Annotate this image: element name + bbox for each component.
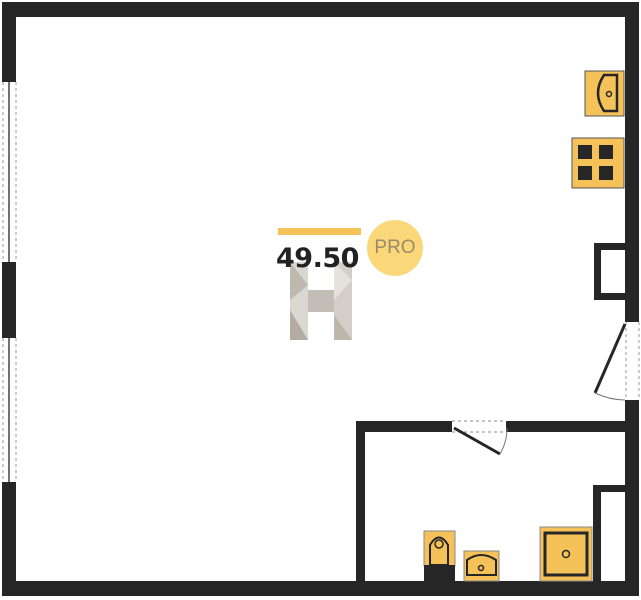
area-label: 49.50 [276, 243, 359, 274]
logo-watermark [290, 262, 352, 340]
area-accent-bar [278, 228, 361, 235]
pro-badge: PRO [367, 220, 423, 276]
toilet-icon [423, 530, 456, 581]
bathroom-door [452, 420, 508, 456]
window-left-lower [2, 338, 17, 482]
shower-tray-icon [539, 526, 593, 582]
entrance-door [593, 322, 640, 401]
window-left-upper [2, 82, 17, 262]
bathroom-sink-icon [463, 550, 500, 582]
kitchen-sink-icon [584, 70, 625, 117]
stove-icon [571, 137, 625, 189]
